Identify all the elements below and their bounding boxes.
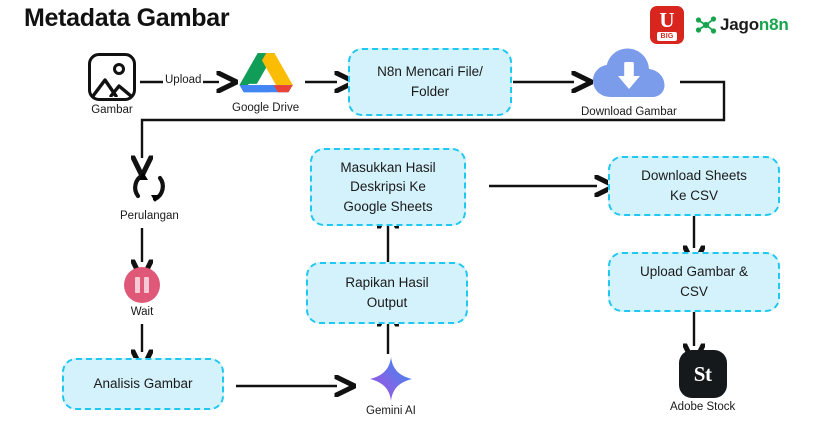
box-rapikan-hasil-output[interactable]: Rapikan Hasil Output	[306, 262, 468, 324]
box-n8n-line1: N8n Mencari File/	[377, 64, 483, 80]
box-masukkan-line2: Deskripsi Ke	[350, 179, 426, 195]
image-icon	[88, 53, 136, 101]
node-perulangan-label: Perulangan	[120, 210, 179, 222]
box-analisis-line1: Analisis Gambar	[93, 376, 193, 392]
node-wait-label: Wait	[130, 306, 154, 318]
node-gemini-ai[interactable]: Gemini AI	[366, 356, 416, 417]
box-analisis-gambar[interactable]: Analisis Gambar	[62, 358, 224, 410]
page-title: Metadata Gambar	[24, 4, 230, 32]
node-download-gambar[interactable]: Download Gambar	[581, 45, 677, 118]
pause-icon	[124, 267, 160, 303]
node-google-drive-label: Google Drive	[232, 102, 300, 114]
box-n8n-line2: Folder	[410, 84, 450, 99]
box-masukkan-line3: Google Sheets	[343, 198, 433, 214]
node-gambar-label: Gambar	[91, 104, 133, 116]
cloud-download-icon	[592, 48, 665, 97]
jagon8n-logo: Jagon8n	[694, 13, 789, 37]
box-download-sheets-csv[interactable]: Download Sheets Ke CSV	[608, 156, 780, 216]
node-adobe-stock[interactable]: St Adobe Stock	[670, 350, 735, 413]
n8n-nodes-icon	[695, 16, 717, 34]
edge-label-upload: Upload	[163, 74, 204, 86]
node-gemini-label: Gemini AI	[366, 405, 416, 417]
ubig-tag: BIG	[657, 31, 677, 41]
box-upload-gambar-csv[interactable]: Upload Gambar & CSV	[608, 252, 780, 312]
jagon8n-wordmark: Jagon8n	[720, 15, 789, 35]
box-n8n-mencari-file[interactable]: N8n Mencari File/ Folder	[348, 48, 512, 116]
box-rapikan-line2: Output	[366, 295, 408, 310]
adobe-stock-icon: St	[678, 350, 727, 398]
node-gambar[interactable]: Gambar	[88, 53, 136, 116]
box-download-sheets-line1: Download Sheets	[641, 168, 747, 184]
box-masukkan-hasil[interactable]: Masukkan Hasil Deskripsi Ke Google Sheet…	[310, 148, 466, 226]
jagon8n-prefix: Jago	[720, 15, 759, 34]
box-rapikan-line1: Rapikan Hasil	[345, 275, 429, 291]
loop-arrows-icon	[133, 172, 166, 202]
node-adobe-stock-label: Adobe Stock	[670, 401, 736, 413]
box-masukkan-line1: Masukkan Hasil	[340, 159, 436, 175]
jagon8n-suffix: n8n	[758, 15, 789, 34]
node-download-gambar-label: Download Gambar	[581, 106, 677, 118]
google-drive-icon	[239, 53, 293, 93]
box-upload-gambar-line2: CSV	[680, 284, 708, 299]
gemini-sparkle-icon	[369, 357, 412, 401]
ubig-logo: U BIG	[650, 6, 684, 44]
box-download-sheets-line2: Ke CSV	[669, 188, 718, 203]
brand-logos: U BIG Jagon8n	[650, 6, 789, 44]
node-perulangan[interactable]: Perulangan	[120, 167, 179, 222]
node-wait[interactable]: Wait	[124, 267, 160, 318]
adobe-stock-mark: St	[693, 361, 712, 386]
box-upload-gambar-line1: Upload Gambar &	[639, 264, 749, 280]
ubig-letter: U	[659, 7, 675, 32]
node-google-drive[interactable]: Google Drive	[232, 51, 299, 114]
